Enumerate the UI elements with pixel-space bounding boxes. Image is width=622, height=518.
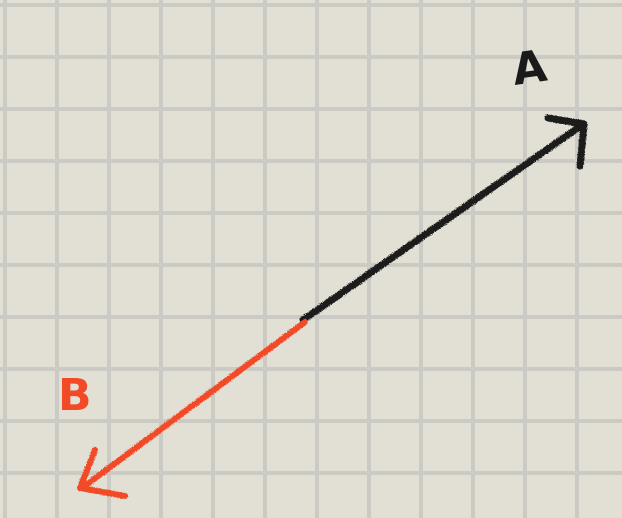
vector-b-label: B: [58, 370, 92, 421]
vector-a-label: A: [509, 41, 550, 96]
vector-a-arrowhead: [544, 114, 588, 170]
vector-a-shaft: [299, 121, 586, 324]
vector-b: [77, 319, 308, 499]
vector-b-arrowhead: [77, 447, 128, 499]
vector-b-shaft: [79, 319, 308, 491]
vector-a: [299, 114, 588, 324]
